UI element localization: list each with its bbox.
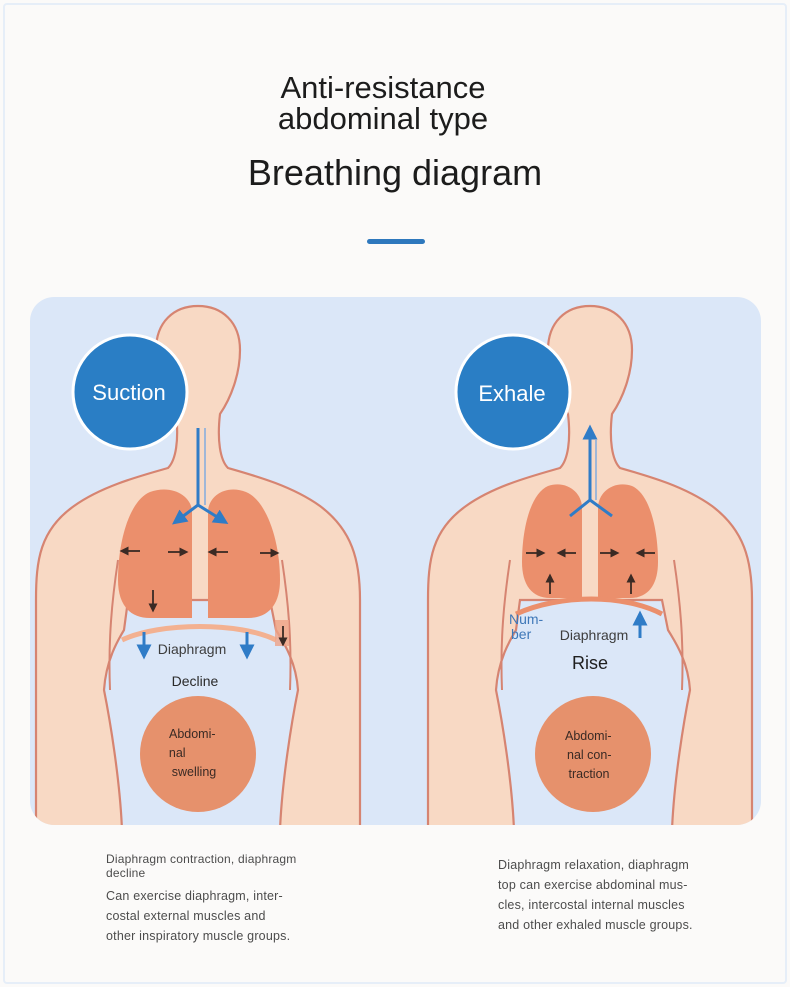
right-caption-body: Diaphragm relaxation, diaphragm top can …	[498, 855, 708, 935]
right-airflow-arrows	[569, 424, 613, 518]
right-diaphragm-label: Diaphragm	[560, 627, 628, 643]
left-lung-arrows	[119, 546, 288, 647]
left-abdomen-line-3: swelling	[172, 765, 217, 779]
right-caption-line-1: Diaphragm relaxation, diaphragm	[498, 858, 690, 872]
left-abdomen-line-1: Abdomi-	[169, 727, 216, 741]
suction-badge: Suction	[71, 333, 189, 451]
right-abdomen-line-2: nal con-	[567, 748, 611, 762]
left-caption-lead-line-1: Diaphragm contraction, diaphragm	[106, 852, 297, 866]
left-caption: Diaphragm contraction, diaphragm decline…	[106, 852, 316, 946]
right-caption: Diaphragm relaxation, diaphragm top can …	[498, 855, 708, 935]
left-caption-line-3: other inspiratory muscle groups.	[106, 929, 291, 943]
exhale-badge: Exhale	[454, 333, 572, 451]
right-side-label-line-2: ber	[511, 626, 532, 642]
title-line-2: abdominal type	[277, 101, 489, 136]
right-caption-line-2: top can exercise abdominal mus-	[498, 878, 688, 892]
left-diaphragm-label: Diaphragm	[158, 641, 226, 657]
right-lung-arrows	[526, 548, 655, 594]
suction-label: Suction	[92, 380, 165, 405]
left-caption-lead-line-2: decline	[106, 866, 146, 880]
right-body-figure	[426, 304, 754, 825]
left-caption-line-1: Can exercise diaphragm, inter-	[106, 889, 283, 903]
main-title: Breathing diagram	[247, 152, 543, 193]
left-movement-label: Decline	[172, 673, 219, 689]
left-abdomen-text: Abdomi- nal swelling	[169, 727, 219, 779]
left-abdomen-line-2: nal	[169, 746, 186, 760]
left-airflow-arrows	[172, 428, 229, 525]
left-caption-body: Can exercise diaphragm, inter- costal ex…	[106, 886, 316, 946]
right-caption-line-4: and other exhaled muscle groups.	[498, 918, 693, 932]
right-abdomen-line-3: traction	[569, 767, 610, 781]
right-side-label: Num- ber	[509, 611, 547, 642]
right-abdomen-text: Abdomi- nal con- traction	[565, 729, 615, 781]
right-caption-line-3: cles, intercostal internal muscles	[498, 898, 685, 912]
left-caption-lead: Diaphragm contraction, diaphragm decline	[106, 852, 316, 880]
left-diaphragm-arrows	[136, 632, 255, 660]
exhale-label: Exhale	[478, 381, 545, 406]
right-side-label-line-1: Num-	[509, 611, 544, 627]
title-divider	[367, 239, 425, 244]
title-line-1: Anti-resistance	[280, 70, 486, 105]
left-caption-line-2: costal external muscles and	[106, 909, 266, 923]
left-abdomen	[140, 696, 256, 812]
right-abdomen-line-1: Abdomi-	[565, 729, 612, 743]
right-abdomen	[535, 696, 651, 812]
right-movement-label: Rise	[572, 653, 608, 673]
